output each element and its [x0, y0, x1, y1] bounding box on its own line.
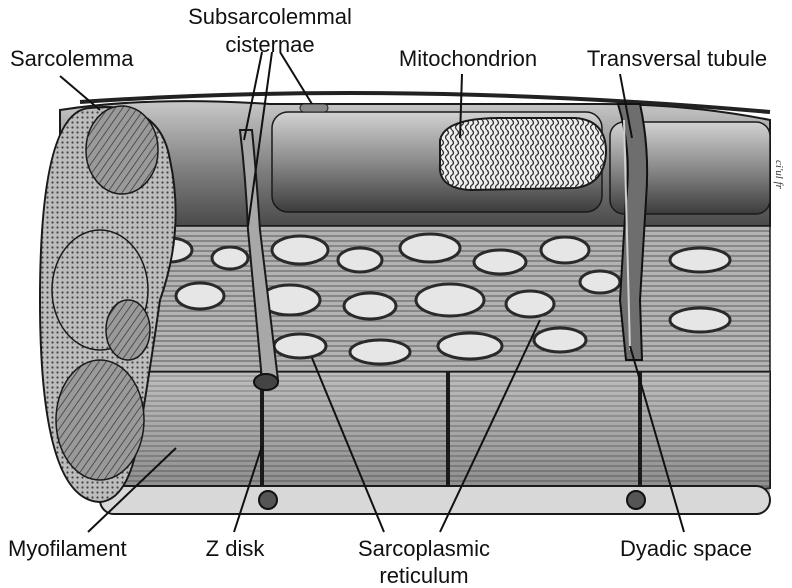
artist-signature: ci'ul fr — [773, 160, 785, 190]
label-transversal-tubule: Transversal tubule — [587, 46, 767, 71]
label-z-disk: Z disk — [206, 536, 266, 561]
label-myofilament: Myofilament — [8, 536, 127, 561]
label-mitochondrion: Mitochondrion — [399, 46, 537, 71]
label-sarcolemma: Sarcolemma — [10, 46, 134, 71]
sarcoplasmic-network-layer — [100, 226, 770, 372]
lower-myofibril-cylinder — [100, 372, 770, 514]
label-subsarcolemmal-line2: cisternae — [225, 32, 314, 57]
leader-sarcolemma — [60, 76, 100, 110]
label-subsarcolemmal-line1: Subsarcolemmal — [188, 4, 352, 29]
leader-subsarcolemmal-c — [280, 52, 312, 104]
label-dyadic-space: Dyadic space — [620, 536, 752, 561]
label-sarcoplasmic-line1: Sarcoplasmic — [358, 536, 490, 561]
label-sarcoplasmic-line2: reticulum — [379, 563, 468, 588]
mitochondrion — [440, 118, 606, 190]
